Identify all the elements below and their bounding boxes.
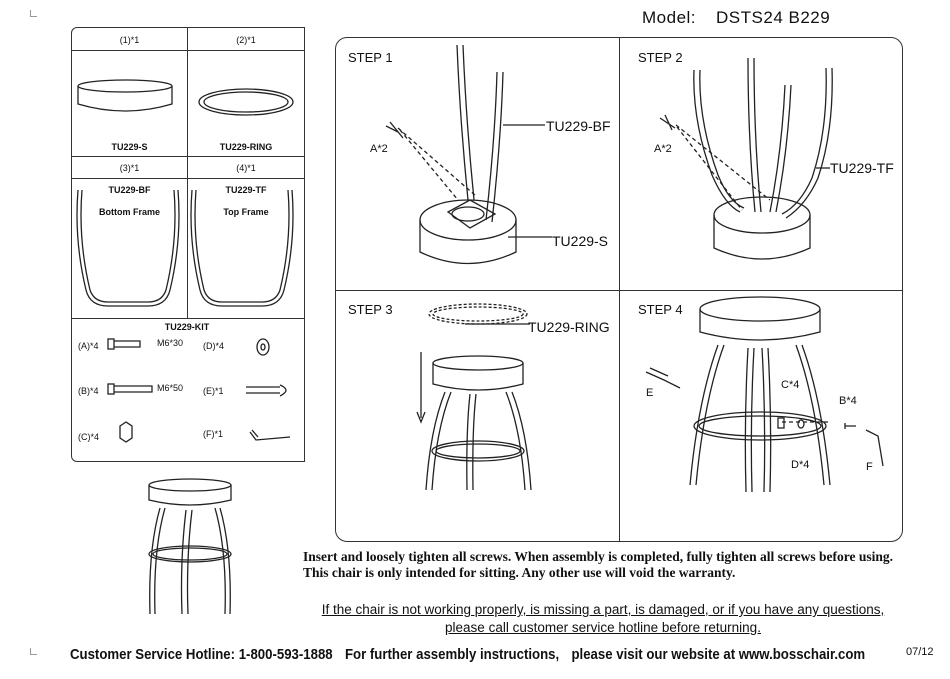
footer-more-info: For further assembly instructions, [344,646,560,663]
ring-part-drawing [198,88,294,116]
step-1-label-a: A*2 [370,143,388,155]
top-frame-drawing [190,189,294,307]
step-1-drawing [385,44,552,265]
step-2-label-tf: TU229-TF [830,160,894,176]
step-4-label-f: F [866,461,873,473]
kit-item-c-qty: (C)*4 [78,432,100,442]
ring-qty: (2)*1 [236,35,256,45]
bottom-frame-qty: (3)*1 [119,163,140,173]
step-1-label-s: TU229-S [552,233,609,249]
top-frame-desc: Top Frame [223,207,269,217]
model-number: DSTS24 B229 [716,8,831,27]
kit-item-f-qty: (F)*1 [203,429,223,439]
kit-hardware-drawings [107,338,291,443]
top-frame-qty: (4)*1 [236,163,256,173]
crop-mark [30,648,37,655]
step-2-drawing [659,57,833,260]
step-2-title: STEP 2 [638,50,683,65]
kit-item-b-qty: (B)*4 [78,386,99,396]
bottom-frame-drawing [76,189,180,307]
footer: Customer Service Hotline: 1-800-593-1888… [70,646,877,663]
completed-stool-drawing [148,478,232,615]
footer-hotline: Customer Service Hotline: 1-800-593-1888 [70,646,333,663]
model-header: Model: DSTS24 B229 [642,8,830,28]
step-1-label-bf: TU229-BF [546,118,611,134]
step-4-title: STEP 4 [638,302,683,317]
kit-item-a-qty: (A)*4 [78,341,99,351]
assembly-steps-panel: STEP 1 STEP 2 STEP 3 STEP 4 TU229-BF TU2… [335,37,903,542]
step-4-label-b: B*4 [839,395,857,407]
parts-list-panel: (1)*1 (2)*1 TU229-S TU229-RING (3)*1 (4)… [71,27,305,462]
kit-item-a-spec: M6*30 [157,338,184,348]
kit-item-b-spec: M6*50 [157,383,184,393]
step-3-drawing [416,303,532,491]
top-frame-name: TU229-TF [225,185,267,195]
print-date: 07/12 [906,646,934,658]
return-warning: If the chair is not working properly, is… [321,602,885,635]
seat-name: TU229-S [111,142,148,152]
step-1-title: STEP 1 [348,50,393,65]
model-label: Model: [642,8,697,27]
ring-name: TU229-RING [219,142,273,152]
step-3-title: STEP 3 [348,302,393,317]
bottom-frame-name: TU229-BF [108,185,151,195]
step-4-label-c: C*4 [781,379,800,391]
seat-part-drawing [77,79,173,112]
step-4-label-d: D*4 [791,459,810,471]
seat-qty: (1)*1 [119,35,140,45]
step-4-label-e: E [646,387,654,399]
step-3-label-ring: TU229-RING [528,319,610,335]
kit-title: TU229-KIT [164,322,210,332]
step-4-drawing [645,296,884,493]
kit-item-e-qty: (E)*1 [203,386,224,396]
footer-website: please visit our website at www.bosschai… [571,646,866,663]
step-2-label-a: A*2 [654,143,672,155]
bottom-frame-desc: Bottom Frame [98,207,160,217]
kit-item-d-qty: (D)*4 [203,341,225,351]
crop-mark [30,10,37,17]
assembly-note: Insert and loosely tighten all screws. W… [303,549,894,580]
